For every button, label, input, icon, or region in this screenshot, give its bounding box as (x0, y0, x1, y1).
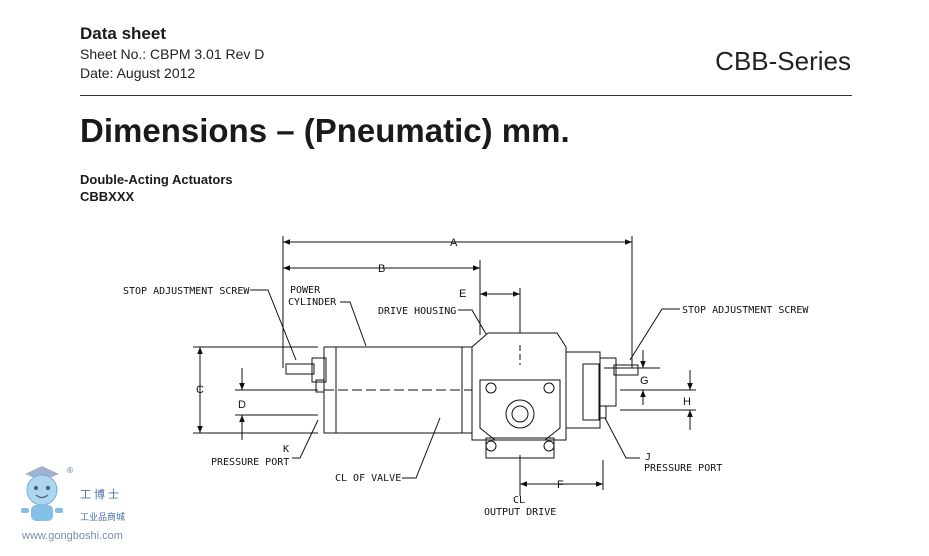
label-drive-housing: DRIVE HOUSING (378, 306, 456, 317)
dim-d: D (238, 399, 246, 411)
watermark-url: www.gongboshi.com (22, 530, 123, 542)
dim-b: B (378, 263, 385, 275)
label-output-drive: OUTPUT DRIVE (484, 507, 556, 518)
sheet-number: Sheet No.: CBPM 3.01 Rev D (80, 46, 265, 62)
dim-g: G (640, 375, 649, 387)
label-j: J (645, 452, 651, 463)
label-cl-of-valve: CL OF VALVE (335, 473, 401, 484)
label-stop-screw-right: STOP ADJUSTMENT SCREW (682, 305, 809, 316)
model-code: CBBXXX (80, 189, 135, 204)
watermark-brand: 工博士 (80, 488, 122, 501)
product-series: CBB-Series (715, 46, 851, 76)
dim-e: E (459, 288, 466, 300)
label-cl: CL (513, 495, 525, 506)
watermark-tagline: 工业品商城 (80, 512, 126, 522)
doc-type-title: Data sheet (80, 24, 166, 43)
watermark-mascot-icon (21, 466, 63, 521)
label-power: POWER (290, 285, 321, 296)
issue-date: Date: August 2012 (80, 65, 196, 81)
watermark-registered-mark: ® (67, 466, 73, 475)
label-k: K (283, 444, 289, 455)
dim-f: F (557, 479, 564, 491)
label-cylinder: CYLINDER (288, 297, 337, 308)
dim-h: H (683, 396, 691, 408)
page-heading: Dimensions – (Pneumatic) mm. (80, 112, 570, 149)
label-stop-screw-left: STOP ADJUSTMENT SCREW (123, 286, 250, 297)
label-pressure-port-left: PRESSURE PORT (211, 457, 289, 468)
header-divider (80, 95, 852, 96)
actuator-type: Double-Acting Actuators (80, 172, 233, 187)
label-pressure-port-right: PRESSURE PORT (644, 463, 722, 474)
dim-a: A (450, 237, 458, 249)
dim-c: C (196, 384, 204, 396)
